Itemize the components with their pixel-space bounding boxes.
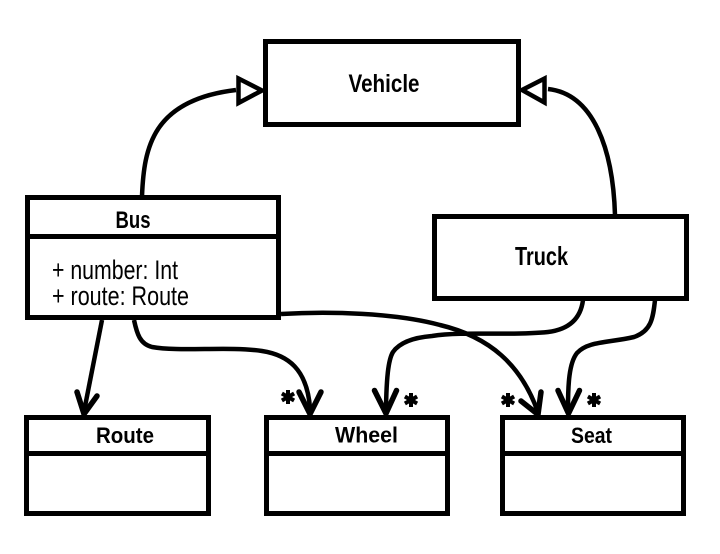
svg-text:+ route: Route: + route: Route [52,281,189,311]
svg-text:Wheel: Wheel [335,423,398,448]
svg-text:Vehicle: Vehicle [349,70,420,98]
svg-text:Truck: Truck [515,241,568,271]
svg-text:Seat: Seat [571,423,613,448]
svg-text:+ number: Int: + number: Int [52,255,178,285]
svg-text:Bus: Bus [116,207,151,234]
svg-text:Route: Route [96,423,154,448]
